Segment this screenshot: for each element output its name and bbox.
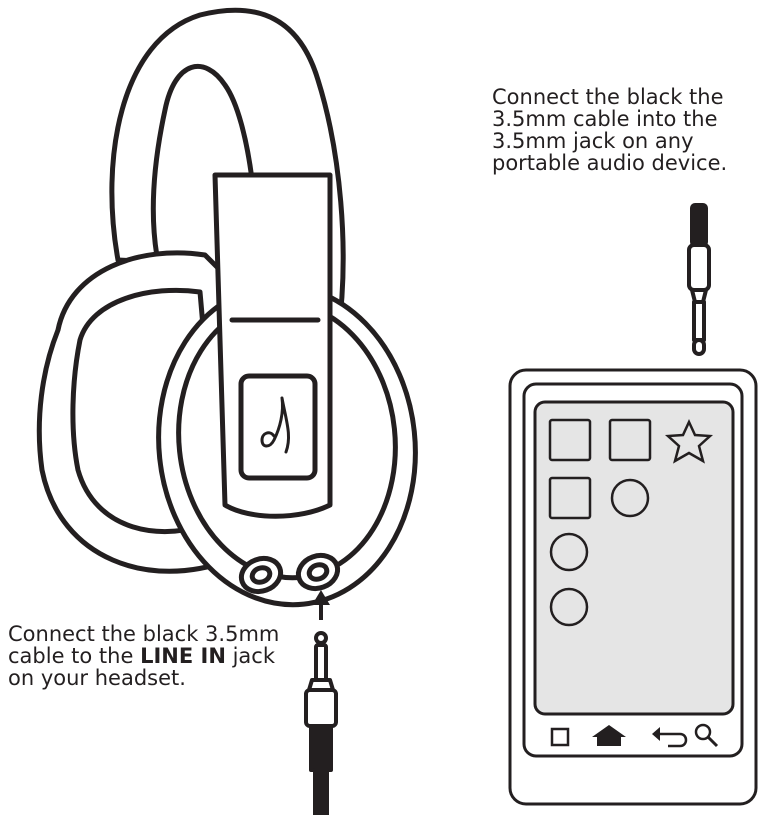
square-icon [550, 727, 570, 747]
device-screen [533, 400, 735, 716]
search-icon [694, 723, 712, 741]
star-icon [664, 419, 714, 464]
headset-instruction-line: on your headset. [8, 666, 186, 690]
back-icon [660, 732, 688, 748]
headset-plug [304, 631, 338, 815]
up-arrow [312, 590, 330, 620]
line-in-label: LINE IN [140, 644, 226, 668]
headset-instruction-text: jack [225, 644, 275, 668]
headset-instruction: Connect the black 3.5mm cable to the LIN… [8, 623, 308, 689]
device-instruction-line: Connect the black the [492, 85, 724, 109]
device-instruction-line: 3.5mm jack on any [492, 129, 694, 153]
line-in-jack [295, 552, 341, 592]
headset-instruction-text: cable to the [8, 644, 141, 668]
jack-left [238, 555, 284, 595]
app-icon [608, 418, 652, 462]
app-icon [549, 532, 589, 572]
home-icon [592, 725, 626, 746]
nav-bar [550, 723, 719, 748]
app-icon [610, 478, 650, 518]
app-icon [548, 418, 592, 462]
app-grid [548, 418, 714, 627]
app-icon [549, 587, 589, 627]
device-instruction: Connect the black the 3.5mm cable into t… [492, 86, 762, 174]
headset-instruction-line: cable to the LINE IN jack [8, 645, 308, 667]
device-instruction-line: portable audio device. [492, 151, 728, 175]
rear-earcup-pad [70, 287, 223, 535]
portable-audio-device [508, 368, 758, 806]
device-plug [687, 203, 711, 356]
app-icon [548, 476, 592, 520]
logo-icon [260, 396, 290, 454]
headset-instruction-line: Connect the black 3.5mm [8, 622, 280, 646]
device-instruction-line: 3.5mm cable into the [492, 107, 718, 131]
